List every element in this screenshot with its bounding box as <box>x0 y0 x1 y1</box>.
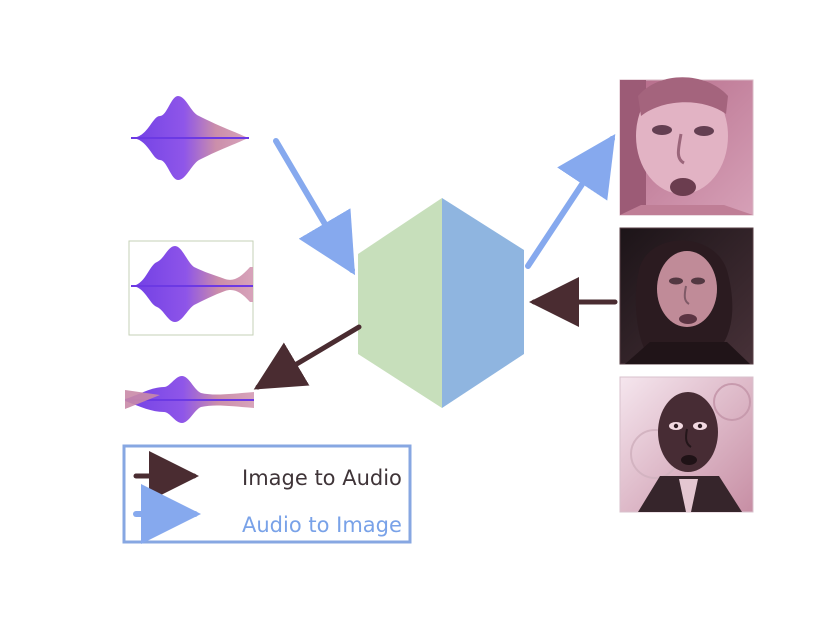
audio-to-model-arrow <box>273 138 356 276</box>
legend-box: Image to Audio Audio to Image <box>122 444 412 544</box>
face-image-bottom <box>619 376 754 513</box>
waveform-icon <box>128 95 249 187</box>
face-image-middle <box>619 227 754 365</box>
audio-waveform-top <box>128 95 249 187</box>
hexagon-icon <box>358 198 524 408</box>
face-image-top <box>619 77 754 216</box>
legend-audio-to-image-label: Audio to Image <box>242 513 402 537</box>
audio-waveform-bottom <box>124 352 254 445</box>
waveform-icon <box>124 352 254 445</box>
legend-image-to-audio-label: Image to Audio <box>242 466 402 490</box>
face-portrait-icon <box>619 77 754 216</box>
face-portrait-icon <box>619 227 754 365</box>
model-to-audio-bottom-arrow <box>253 324 362 390</box>
face-portrait-icon <box>619 376 754 513</box>
audio-waveform-middle <box>128 240 254 336</box>
model-to-face-top-arrow <box>525 133 616 269</box>
center-model-hexagon <box>358 198 524 408</box>
waveform-icon <box>128 240 254 336</box>
